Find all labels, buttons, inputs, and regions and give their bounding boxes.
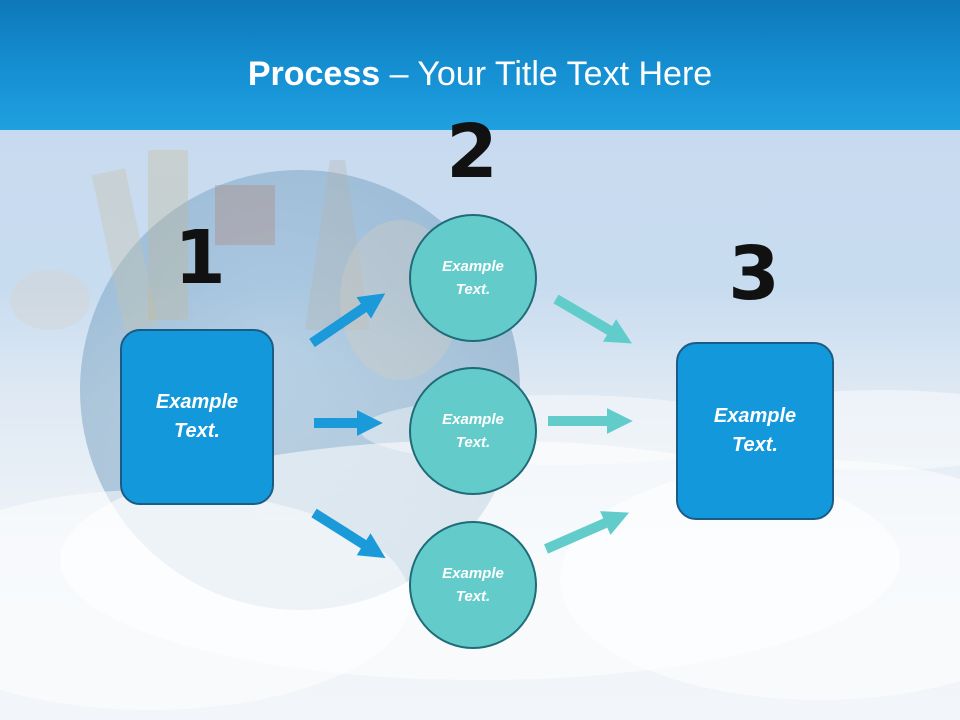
step-3-box: Example Text. xyxy=(676,342,834,520)
title-rest: – Your Title Text Here xyxy=(380,55,713,93)
slide-title: Process – Your Title Text Here xyxy=(0,52,960,96)
arrow-2-top-to-3 xyxy=(553,294,632,344)
arrow-1-to-2-top xyxy=(309,293,386,348)
step-2-circle-middle: Example Text. xyxy=(409,367,537,495)
title-bar: Process – Your Title Text Here xyxy=(0,0,960,130)
step-2-circle-top: Example Text. xyxy=(409,214,537,342)
title-bold-word: Process xyxy=(247,55,381,93)
step-2-number: 2 xyxy=(446,109,498,195)
step-2-circle-bottom: Example Text. xyxy=(409,521,537,649)
step-3-number: 3 xyxy=(728,231,780,317)
step-1-number: 1 xyxy=(174,215,226,301)
arrow-1-to-2-bottom xyxy=(311,508,386,559)
arrow-2-bottom-to-3 xyxy=(543,511,630,554)
step-1-box: Example Text. xyxy=(120,329,274,505)
